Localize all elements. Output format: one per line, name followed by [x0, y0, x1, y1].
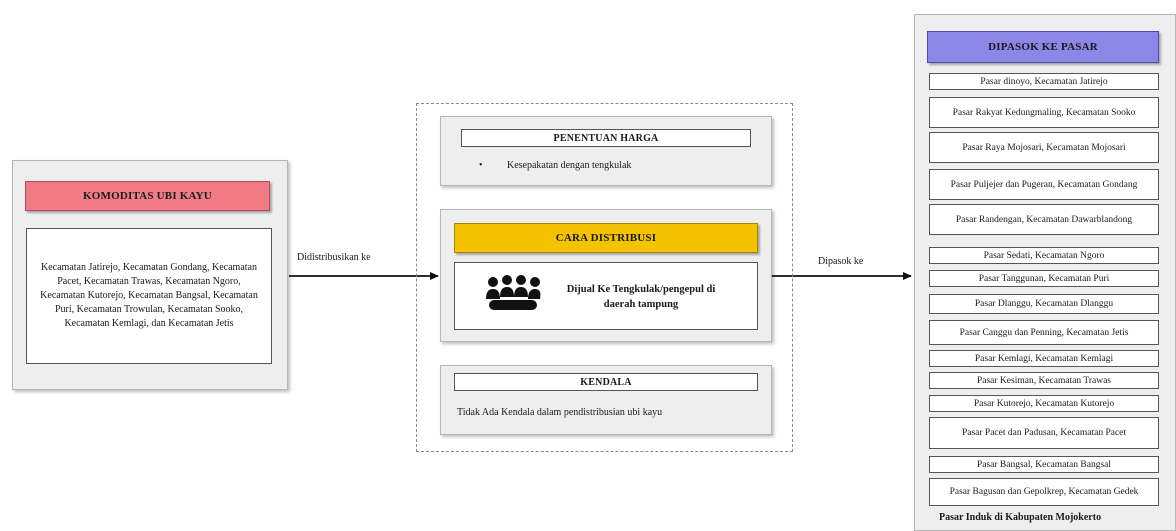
constraint-text: Tidak Ada Kendala dalam pendistribusian … [457, 407, 663, 418]
constraint-title: KENDALA [454, 373, 758, 391]
distributed-to-label: Didistribusikan ke [297, 252, 371, 263]
pricing-title: PENENTUAN HARGA [461, 129, 751, 147]
markets-panel: DIPASOK KE PASAR Pasar dinoyo, Kecamatan… [914, 14, 1176, 531]
group-people-icon [486, 275, 541, 310]
pricing-panel: PENENTUAN HARGA • Kesepakatan dengan ten… [440, 116, 772, 186]
constraint-panel: KENDALA Tidak Ada Kendala dalam pendistr… [440, 365, 772, 435]
market-item: Pasar Kesiman, Kecamatan Trawas [929, 372, 1159, 389]
markets-title: DIPASOK KE PASAR [927, 31, 1159, 63]
commodity-title: KOMODITAS UBI KAYU [25, 181, 270, 211]
pricing-item: Kesepakatan dengan tengkulak [507, 160, 632, 171]
supplied-to-label: Dipasok ke [818, 256, 864, 267]
markets-footer: Pasar Induk di Kabupaten Mojokerto [939, 512, 1102, 523]
market-item: Pasar Dlanggu, Kecamatan Dlanggu [929, 294, 1159, 314]
market-item: Pasar Tanggunan, Kecamatan Puri [929, 270, 1159, 287]
distribution-method-box: Dijual Ke Tengkulak/pengepul di daerah t… [454, 262, 758, 330]
market-item: Pasar Pacet dan Padusan, Kecamatan Pacet [929, 417, 1159, 449]
market-item: Pasar Kemlagi, Kecamatan Kemlagi [929, 350, 1159, 367]
pricing-bullet: • [479, 160, 483, 171]
distribution-title: CARA DISTRIBUSI [454, 223, 758, 253]
market-item: Pasar Bangsal, Kecamatan Bangsal [929, 456, 1159, 473]
market-item: Pasar Raya Mojosari, Kecamatan Mojosari [929, 132, 1159, 163]
distribution-text: Dijual Ke Tengkulak/pengepul di daerah t… [566, 284, 716, 310]
market-item: Pasar dinoyo, Kecamatan Jatirejo [929, 73, 1159, 90]
market-item: Pasar Sedati, Kecamatan Ngoro [929, 247, 1159, 264]
market-item: Pasar Bagusan dan Gepolkrep, Kecamatan G… [929, 478, 1159, 506]
commodity-panel: KOMODITAS UBI KAYU Kecamatan Jatirejo, K… [12, 160, 288, 390]
commodity-regions: Kecamatan Jatirejo, Kecamatan Gondang, K… [26, 228, 272, 364]
market-item: Pasar Rakyat Kedungmaling, Kecamatan Soo… [929, 97, 1159, 128]
market-item: Pasar Canggu dan Penning, Kecamatan Jeti… [929, 320, 1159, 345]
distribution-container [416, 103, 793, 452]
market-item: Pasar Puljejer dan Pugeran, Kecamatan Go… [929, 169, 1159, 200]
market-item: Pasar Randengan, Kecamatan Dawarblandong [929, 204, 1159, 235]
market-item: Pasar Kutorejo, Kecamatan Kutorejo [929, 395, 1159, 412]
distribution-panel: CARA DISTRIBUSI Dijual Ke Tengkulak/peng… [440, 209, 772, 342]
